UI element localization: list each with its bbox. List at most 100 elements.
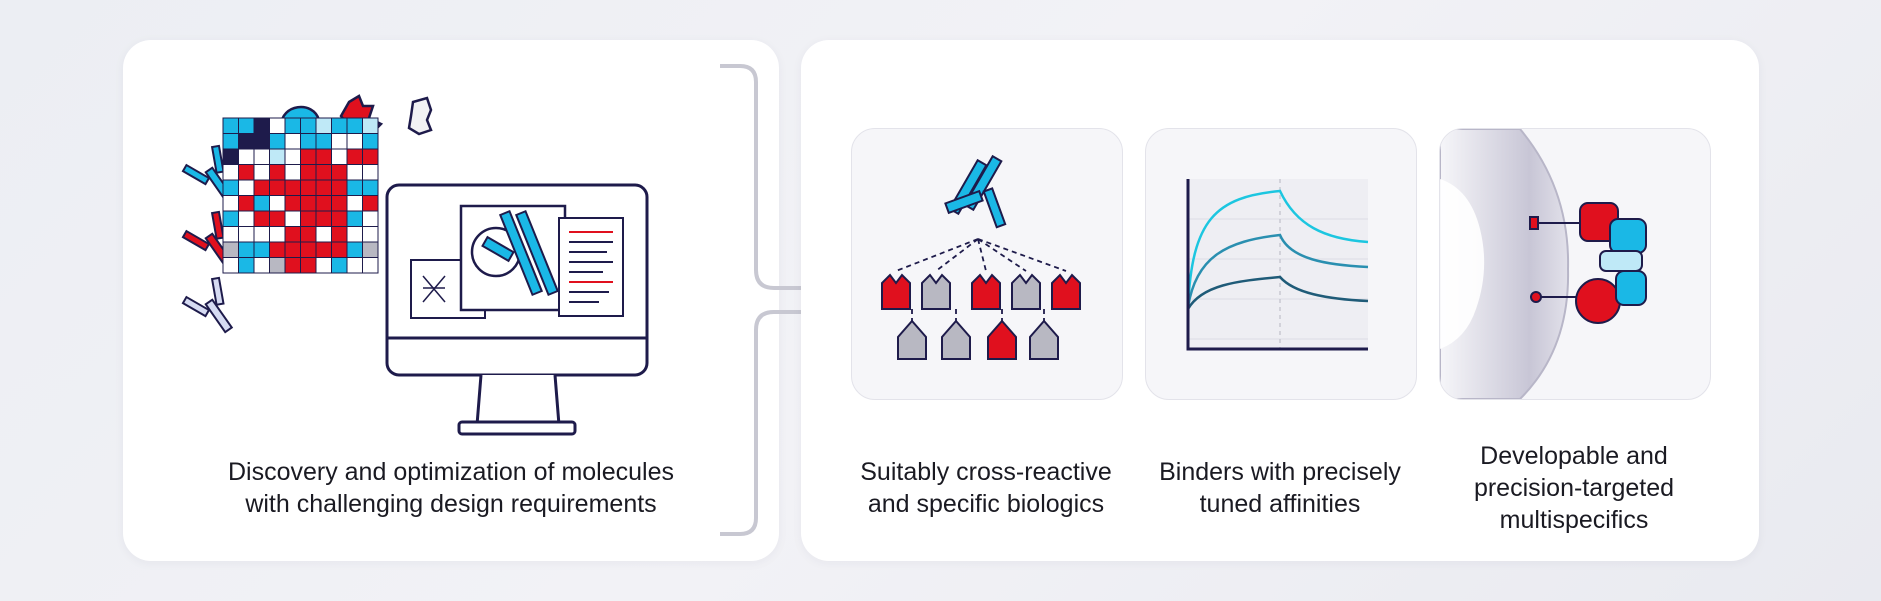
cell-membrane [1440, 129, 1570, 399]
antibody-gray-icon [181, 276, 234, 334]
heatmap-cell [269, 133, 286, 150]
curve-low [1186, 275, 1369, 310]
heatmap-cell [315, 148, 332, 165]
heatmap-cell [362, 164, 379, 181]
heatmap-cell [253, 117, 270, 134]
heatmap-cell [238, 133, 255, 150]
heatmap-cell [284, 241, 301, 258]
heatmap-cell [300, 195, 317, 212]
heatmap-cell [238, 195, 255, 212]
cross-reactive-card [851, 128, 1123, 400]
heatmap-cell [222, 164, 239, 181]
heatmap-cell [315, 179, 332, 196]
heatmap-cell [315, 164, 332, 181]
heatmap-cell [238, 117, 255, 134]
bispecific-antibody-icon [1529, 202, 1647, 324]
heatmap-cell [253, 195, 270, 212]
cross-reactive-caption: Suitably cross-reactive and specific bio… [860, 458, 1112, 518]
heatmap-cell [284, 210, 301, 227]
heatmap-cell [269, 257, 286, 274]
heatmap-cell [315, 133, 332, 150]
discovery-illustration [181, 94, 649, 436]
heatmap-cell [222, 195, 239, 212]
heatmap-cell [222, 148, 239, 165]
heatmap-cell [331, 133, 348, 150]
heatmap-cell [284, 195, 301, 212]
heatmap-cell [346, 117, 363, 134]
epitope-icons [881, 273, 1081, 360]
heatmap-cell [346, 164, 363, 181]
heatmap-cell [362, 226, 379, 243]
heatmap-cell [300, 226, 317, 243]
heatmap-cell [253, 179, 270, 196]
epitope-icon [941, 319, 971, 360]
outcomes-panel: Suitably cross-reactive and specific bio… [801, 40, 1759, 561]
heatmap-cell [315, 195, 332, 212]
heatmap-cell [331, 148, 348, 165]
epitope-icon [1051, 273, 1081, 310]
monitor-icon [385, 183, 649, 436]
heatmap-cell [331, 179, 348, 196]
chart-axes [1186, 179, 1368, 351]
heatmap-cell [346, 226, 363, 243]
heatmap-cell [238, 241, 255, 258]
heatmap-cell [362, 117, 379, 134]
heatmap-cell [284, 257, 301, 274]
antibody-icon [944, 154, 1007, 229]
epitope-icon [987, 319, 1017, 360]
multispecific-caption: Developable and precision-targeted multi… [1473, 442, 1675, 534]
heatmap-cell [253, 148, 270, 165]
heatmap-cell [269, 164, 286, 181]
heatmap-cell [346, 133, 363, 150]
heatmap-cell [300, 210, 317, 227]
antigen-gray-icon [407, 96, 433, 136]
heatmap-cell [238, 226, 255, 243]
heatmap-cell [238, 257, 255, 274]
discovery-panel: Discovery and optimization of molecules … [123, 40, 779, 561]
cross-reactive-illustration [881, 154, 1081, 360]
heatmap-cell [362, 241, 379, 258]
heatmap-cell [346, 148, 363, 165]
heatmap-cell [300, 164, 317, 181]
heatmap-cell [269, 148, 286, 165]
heatmap-cell [362, 195, 379, 212]
heatmap-cell [269, 241, 286, 258]
heatmap-cell [300, 241, 317, 258]
multispecific-card [1439, 128, 1711, 400]
heatmap-cell [331, 226, 348, 243]
heatmap-cell [331, 257, 348, 274]
heatmap-cell [284, 133, 301, 150]
heatmap-cell [300, 117, 317, 134]
heatmap-cell [300, 257, 317, 274]
heatmap-cell [362, 133, 379, 150]
heatmap-cell [300, 148, 317, 165]
heatmap-cell [346, 195, 363, 212]
heatmap-cell [238, 179, 255, 196]
heatmap-cell [300, 179, 317, 196]
heatmap-cell [222, 241, 239, 258]
heatmap-cell [222, 210, 239, 227]
heatmap-cell [346, 241, 363, 258]
heatmap-cell [253, 164, 270, 181]
heatmap-cell [253, 210, 270, 227]
heatmap-cell [238, 148, 255, 165]
heatmap-cell [253, 133, 270, 150]
heatmap-cell [331, 210, 348, 227]
heatmap-cell [238, 210, 255, 227]
heatmap-cell [331, 241, 348, 258]
antibody-icons [181, 144, 234, 334]
heatmap-cell [346, 210, 363, 227]
heatmap-cell [331, 117, 348, 134]
affinity-caption: Binders with precisely tuned affinities [1159, 458, 1401, 518]
affinity-card [1145, 128, 1417, 400]
heatmap-cell [269, 195, 286, 212]
binding-heatmap [222, 117, 379, 274]
heatmap-cell [253, 257, 270, 274]
epitope-icon [971, 273, 1001, 310]
heatmap-cell [284, 226, 301, 243]
heatmap-cell [315, 210, 332, 227]
heatmap-cell [300, 133, 317, 150]
heatmap-cell [284, 148, 301, 165]
heatmap-cell [346, 179, 363, 196]
heatmap-cell [269, 117, 286, 134]
